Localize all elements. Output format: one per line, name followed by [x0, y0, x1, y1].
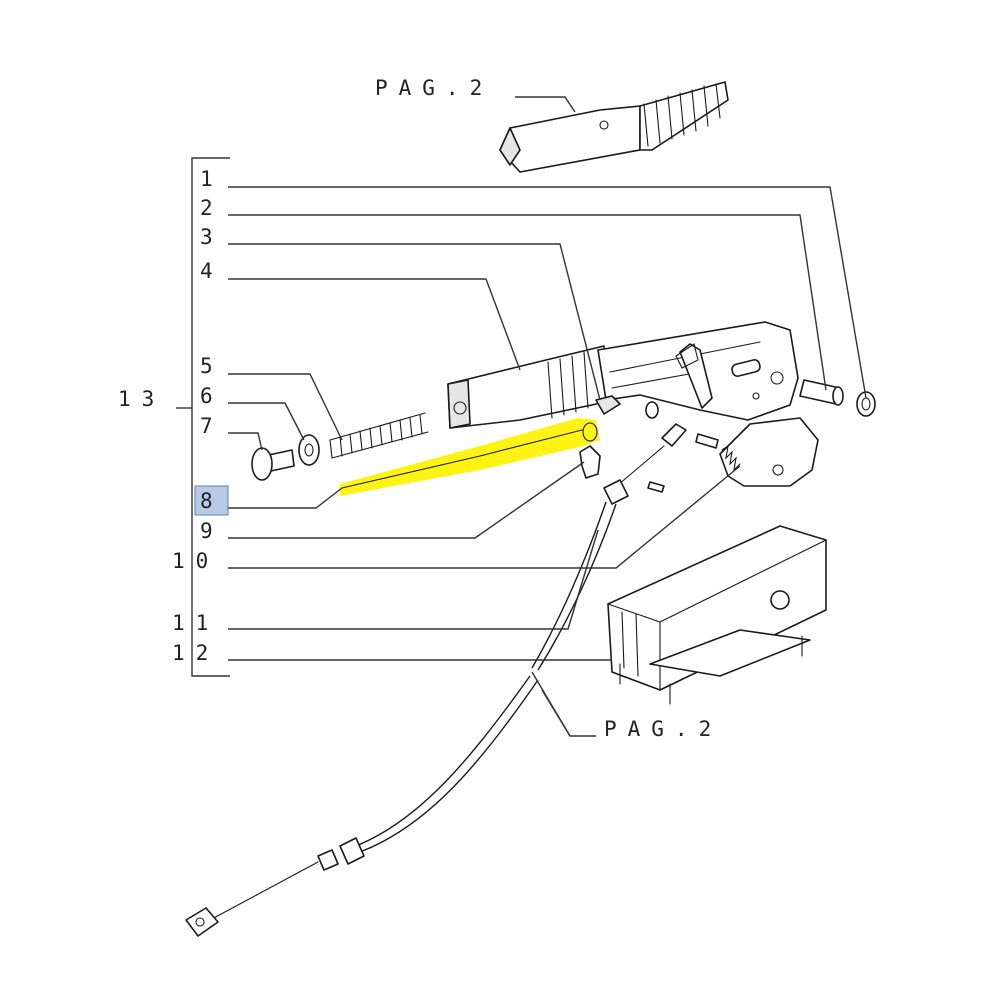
lever-grip-top[interactable]: [499, 81, 729, 173]
brake-cable[interactable]: [185, 423, 687, 937]
label-8-selected-box: [194, 485, 229, 516]
label-2[interactable]: 2: [200, 196, 213, 220]
spring[interactable]: [329, 412, 429, 459]
ratchet-rod-highlighted[interactable]: [340, 418, 600, 496]
pawl[interactable]: [579, 395, 621, 479]
label-10[interactable]: 10: [172, 549, 219, 573]
label-12[interactable]: 12: [172, 641, 219, 665]
retaining-clip[interactable]: [856, 391, 876, 417]
label-13[interactable]: 13: [118, 387, 165, 411]
label-7[interactable]: 7: [200, 414, 213, 438]
leader-lines: [228, 96, 867, 737]
small-pin[interactable]: [647, 481, 665, 493]
label-11[interactable]: 11: [172, 611, 219, 635]
label-9[interactable]: 9: [200, 519, 213, 543]
roll-pin[interactable]: [695, 433, 719, 449]
label-6[interactable]: 6: [200, 384, 213, 408]
label-8[interactable]: 8: [200, 489, 213, 513]
small-washer[interactable]: [645, 401, 659, 419]
label-pag-bottom: PAG.2: [604, 717, 722, 741]
label-4[interactable]: 4: [200, 259, 213, 283]
label-5[interactable]: 5: [200, 354, 213, 378]
label-pag-top: PAG.2: [375, 76, 493, 100]
pivot-pin[interactable]: [799, 379, 844, 406]
mounting-bracket[interactable]: [607, 525, 827, 705]
label-1[interactable]: 1: [200, 167, 213, 191]
group-bracket: [176, 157, 230, 677]
lever-body[interactable]: [447, 321, 799, 429]
bolt[interactable]: [251, 447, 295, 481]
label-3[interactable]: 3: [200, 225, 213, 249]
washer[interactable]: [298, 434, 320, 466]
ratchet-sector[interactable]: [719, 417, 819, 487]
